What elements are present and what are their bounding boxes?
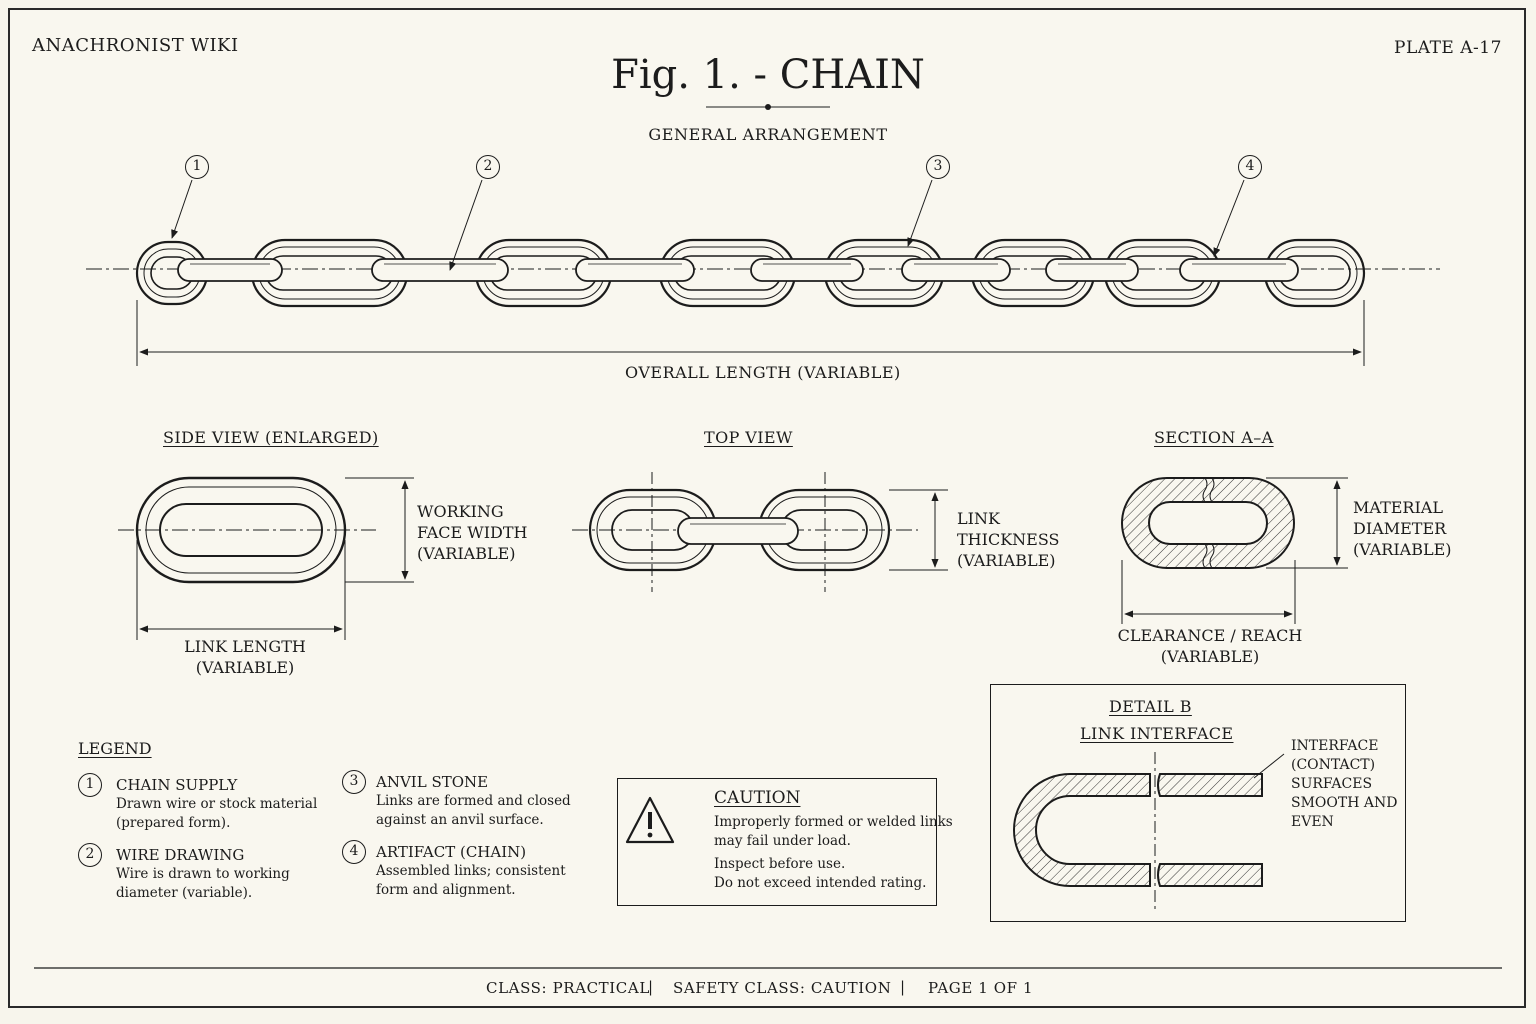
detail-b-box: [990, 684, 1406, 922]
callout-3: 3: [926, 155, 950, 179]
footer-class: CLASS: PRACTICAL: [486, 979, 650, 997]
detail-b-note: INTERFACE (CONTACT) SURFACES SMOOTH AND …: [1291, 738, 1398, 830]
section-view-title: SECTION A–A: [1154, 428, 1274, 447]
legend-num-4: 4: [342, 840, 366, 864]
clearance-label: CLEARANCE / REACH (VARIABLE): [1117, 626, 1303, 666]
top-view-drawing: [572, 472, 948, 592]
footer-safety-class: SAFETY CLASS: CAUTION: [673, 979, 892, 997]
caution-text-1: Improperly formed or welded links may fa…: [714, 814, 953, 849]
figure-subtitle: GENERAL ARRANGEMENT: [648, 125, 888, 144]
detail-b-title: DETAIL B: [1109, 697, 1192, 716]
callout-4: 4: [1238, 155, 1262, 179]
material-diameter-label: MATERIAL DIAMETER (VARIABLE): [1353, 498, 1452, 559]
side-view-title: SIDE VIEW (ENLARGED): [163, 428, 379, 447]
legend-item-name: WIRE DRAWING: [116, 846, 245, 864]
footer-separator-2: |: [900, 978, 906, 996]
overall-length-label: OVERALL LENGTH (VARIABLE): [625, 363, 901, 382]
legend-num-3: 3: [342, 770, 366, 794]
legend-item-desc: Assembled links; consistent form and ali…: [376, 863, 566, 898]
site-name: ANACHRONIST WIKI: [32, 35, 239, 56]
footer-separator-1: |: [648, 978, 654, 996]
legend-item-name: ANVIL STONE: [376, 773, 489, 791]
chain-links-connecting: [177, 258, 1299, 282]
title-ornament: [706, 104, 830, 110]
legend-num-2: 2: [78, 843, 102, 867]
caution-text-2: Inspect before use. Do not exceed intend…: [714, 856, 927, 891]
caution-title: CAUTION: [714, 788, 801, 808]
working-face-width-label: WORKING FACE WIDTH (VARIABLE): [417, 502, 528, 563]
legend-item-name: CHAIN SUPPLY: [116, 776, 238, 794]
callout-leaders: [171, 179, 1245, 271]
legend-item-name: ARTIFACT (CHAIN): [376, 843, 527, 861]
callout-2: 2: [476, 155, 500, 179]
detail-b-subtitle: LINK INTERFACE: [1080, 724, 1234, 743]
plate-number: PLATE A-17: [1394, 38, 1502, 58]
link-thickness-label: LINK THICKNESS (VARIABLE): [957, 509, 1060, 570]
footer-page: PAGE 1 OF 1: [928, 979, 1034, 997]
side-view-drawing: [118, 476, 414, 640]
caution-box: [617, 778, 937, 906]
figure-title: Fig. 1. - CHAIN: [611, 52, 925, 98]
legend-item-desc: Drawn wire or stock material (prepared f…: [116, 796, 318, 831]
link-length-label: LINK LENGTH (VARIABLE): [184, 637, 306, 677]
legend-item-desc: Wire is drawn to working diameter (varia…: [116, 866, 290, 901]
legend-title: LEGEND: [78, 739, 152, 758]
section-view-drawing: [1121, 477, 1348, 624]
detail-b-drawing: [1013, 752, 1285, 910]
warning-triangle-icon: [625, 796, 675, 844]
legend-item-desc: Links are formed and closed against an a…: [376, 793, 571, 828]
callout-1: 1: [185, 155, 209, 179]
legend-num-1: 1: [78, 773, 102, 797]
overall-length-dimension: [136, 300, 1365, 366]
top-view-title: TOP VIEW: [704, 428, 793, 447]
